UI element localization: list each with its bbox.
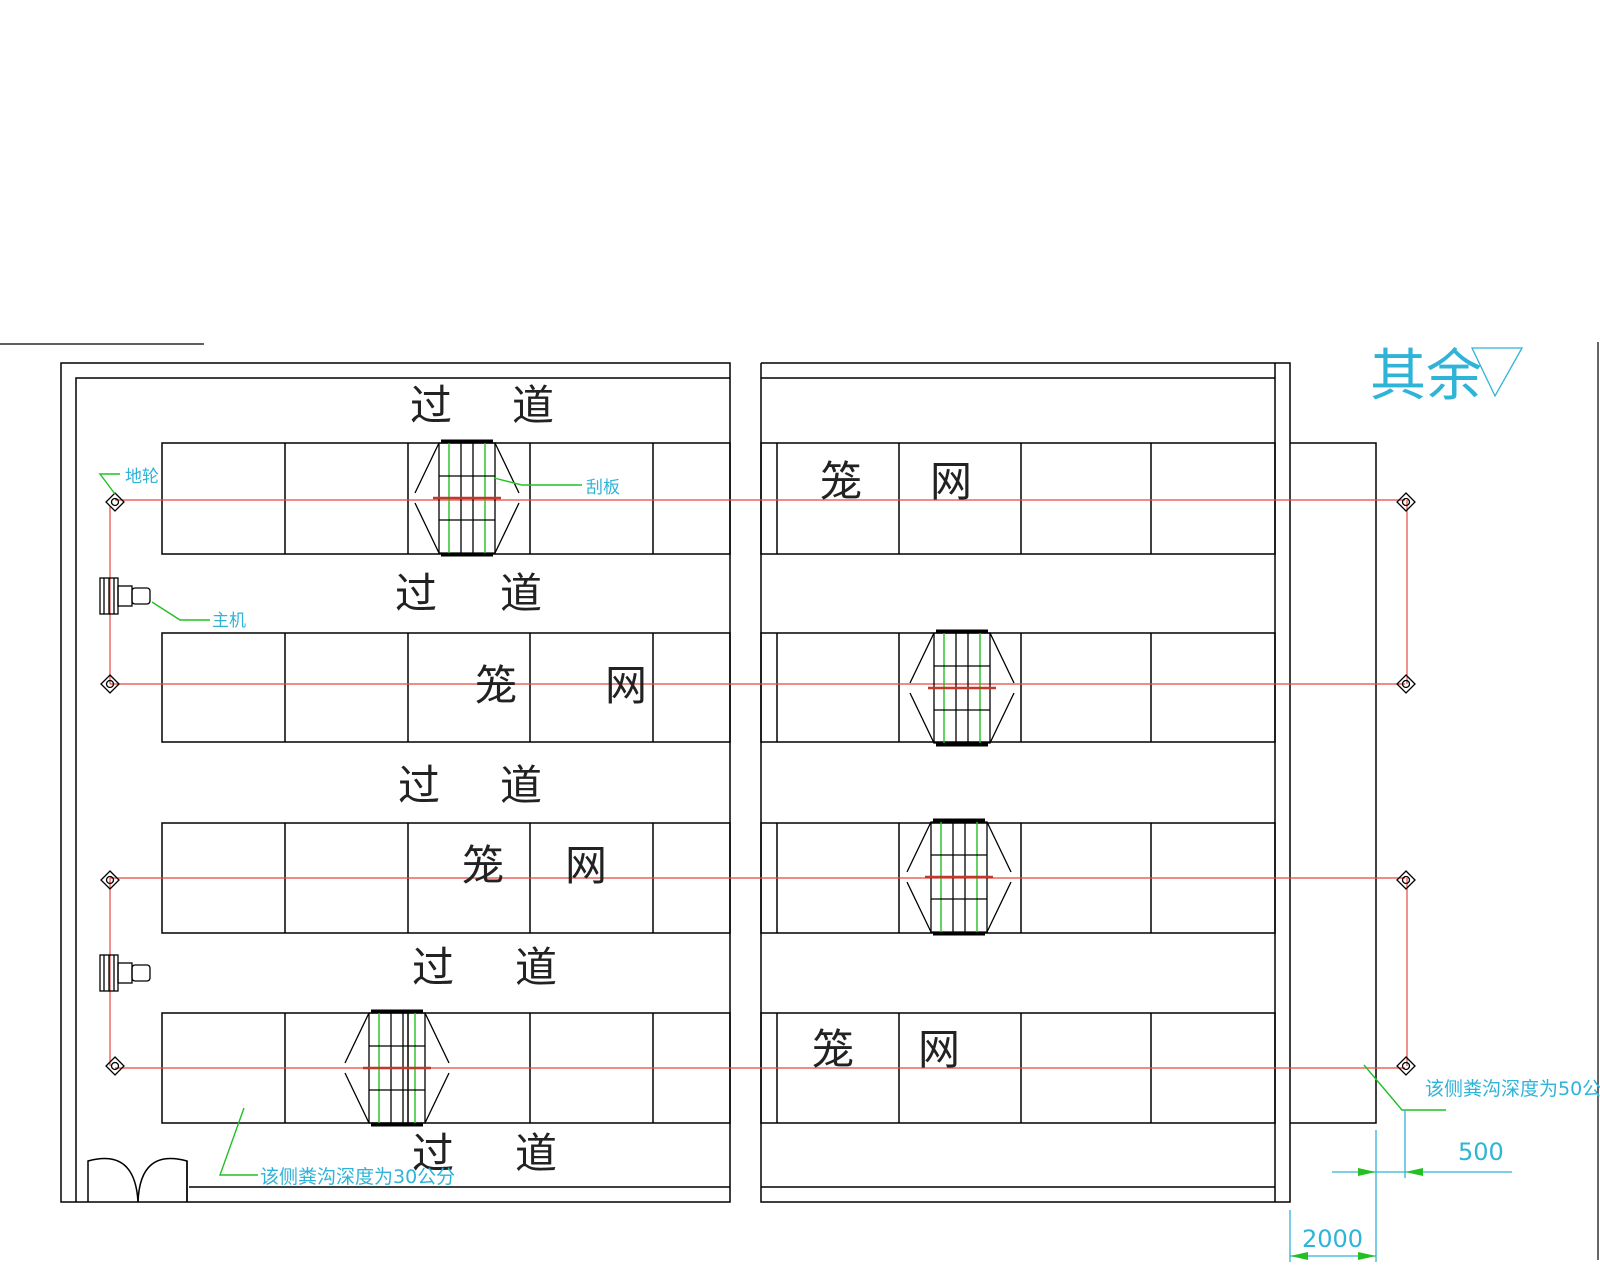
annotation-ground-wheel: 地轮 [98, 467, 159, 495]
scraper-icon [905, 818, 1013, 936]
cage-label: 网 [918, 1025, 960, 1074]
pulley-icon [105, 492, 125, 512]
dim-2000-label: 2000 [1302, 1225, 1363, 1253]
corridor-label: 道 [500, 761, 542, 810]
corridor-label: 道 [500, 569, 542, 618]
annotation-depth-50: 该侧粪沟深度为50公分 [1363, 1064, 1600, 1111]
depth-30-label: 该侧粪沟深度为30公分 [260, 1166, 455, 1188]
corridor-label: 过 [395, 569, 437, 618]
left-house [60, 362, 731, 1203]
main-unit-label: 主机 [212, 611, 246, 631]
scraper-icon [413, 439, 521, 557]
dimension-500: 500 [1332, 1110, 1512, 1178]
annotation-scraper: 刮板 [493, 477, 620, 498]
motor-icon [99, 577, 151, 615]
other-annotation: 其余 [1370, 344, 1524, 409]
cage-label: 笼 [462, 841, 504, 890]
pulley-icon [1396, 674, 1416, 694]
left-house-outer-wall [60, 362, 731, 1203]
corridor-label: 过 [410, 381, 452, 430]
cage-label: 网 [605, 661, 647, 710]
right-cage-row-1 [760, 442, 1276, 555]
triangle-down-icon [1470, 347, 1524, 398]
other-label: 其余 [1370, 344, 1482, 409]
scraper-label: 刮板 [586, 478, 620, 498]
pulley-icon [100, 870, 120, 890]
corridor-label: 过 [412, 1129, 454, 1178]
pulleys [100, 492, 1416, 1076]
left-house-inner-wall [75, 377, 730, 1202]
corridor-label: 过 [398, 761, 440, 810]
cage-label: 笼 [812, 1025, 854, 1074]
corridor-label: 过 [412, 943, 454, 992]
double-door-icon [87, 1157, 188, 1203]
cage-label: 网 [930, 457, 972, 506]
cage-label: 笼 [475, 661, 517, 710]
rope-system [109, 499, 1408, 1069]
cage-label: 笼 [820, 457, 862, 506]
cage-label: 网 [565, 841, 607, 890]
corridor-label: 道 [515, 1129, 557, 1178]
right-house-pit-extension [1290, 442, 1377, 1124]
scraper-icon [908, 629, 1016, 747]
pulley-icon [1396, 1056, 1416, 1076]
annotation-main-unit: 主机 [151, 601, 246, 631]
left-cage-row-2 [161, 632, 731, 743]
corridor-label: 道 [515, 943, 557, 992]
ground-wheel-label: 地轮 [125, 467, 159, 487]
motor-icon [99, 954, 151, 992]
dimension-2000: 2000 [1289, 1178, 1377, 1262]
corridor-label: 道 [512, 381, 554, 430]
corridor-labels: 过 道 过 道 过 道 过 道 过 道 [395, 381, 557, 1178]
cage-labels: 笼 网 笼 网 笼 网 笼 网 [462, 457, 972, 1074]
depth-50-label: 该侧粪沟深度为50公分 [1425, 1078, 1600, 1100]
pulley-icon [105, 1056, 125, 1076]
pulley-icon [1396, 870, 1416, 890]
pulley-icon [100, 674, 120, 694]
annotation-depth-30: 该侧粪沟深度为30公分 [219, 1107, 455, 1188]
pulley-icon [1396, 492, 1416, 512]
dim-500-label: 500 [1458, 1138, 1504, 1166]
right-cage-row-2 [760, 632, 1276, 743]
